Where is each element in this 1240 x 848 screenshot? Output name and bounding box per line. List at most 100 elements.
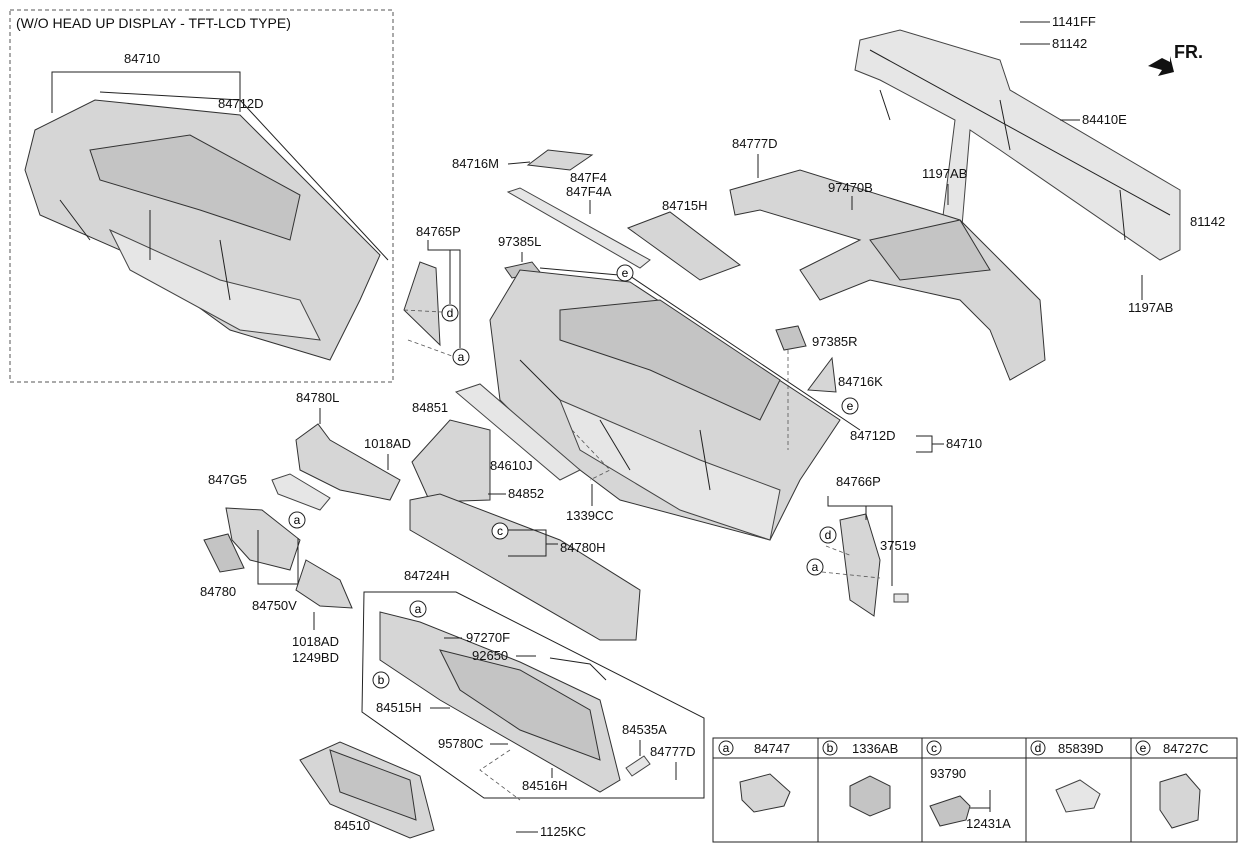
grill-97385R xyxy=(775,325,807,351)
label-84515H: 84515H xyxy=(376,700,422,715)
svg-text:e: e xyxy=(847,399,854,413)
label-84712D-main: 84712D xyxy=(850,428,896,443)
svg-text:e: e xyxy=(622,266,629,280)
label-84715H: 84715H xyxy=(662,198,708,213)
label-1141FF: 1141FF xyxy=(1052,14,1096,29)
clip-84727C-icon xyxy=(1159,773,1201,829)
legend-c-sub1: 93790 xyxy=(930,766,966,781)
legend-e-part: 84727C xyxy=(1163,741,1209,756)
label-1125KC: 1125KC xyxy=(540,824,586,839)
label-1339CC: 1339CC xyxy=(566,508,614,523)
side-cover-84765P xyxy=(403,261,441,347)
label-97470B: 97470B xyxy=(828,180,873,195)
bracket-84851 xyxy=(411,419,491,503)
callout-a-4: a xyxy=(409,600,427,618)
label-84780L: 84780L xyxy=(296,390,339,405)
label-97270F: 97270F xyxy=(466,630,510,645)
label-84766P: 84766P xyxy=(836,474,881,489)
label-1018AD-lower: 1018AD xyxy=(292,634,339,649)
svg-text:a: a xyxy=(294,513,301,527)
label-84516H: 84516H xyxy=(522,778,568,793)
label-1197AB-lower: 1197AB xyxy=(1128,300,1173,315)
svg-text:b: b xyxy=(378,673,385,687)
svg-text:a: a xyxy=(723,741,730,755)
legend-table: a 84747 b 1336AB c 93790 12431A d 85839D… xyxy=(712,737,1238,843)
label-84777D-lower: 84777D xyxy=(650,744,696,759)
svg-text:e: e xyxy=(1140,741,1147,755)
label-84750V: 84750V xyxy=(252,598,297,613)
legend-b-part: 1336AB xyxy=(852,741,898,756)
label-97385L: 97385L xyxy=(498,234,541,249)
inset-title: (W/O HEAD UP DISPLAY - TFT-LCD TYPE) xyxy=(16,15,291,31)
callout-markers: e d a e a c d a a b xyxy=(288,264,859,689)
svg-text:a: a xyxy=(415,602,422,616)
direction-label: FR. xyxy=(1174,42,1203,62)
svg-text:d: d xyxy=(825,528,832,542)
legend-c-sub2: 12431A xyxy=(966,816,1011,831)
clip-85839D-icon xyxy=(1055,779,1101,813)
bracket-84610J xyxy=(454,383,581,481)
leader-84710-inset xyxy=(51,71,241,113)
main-crash-pad xyxy=(489,267,861,541)
label-84780H: 84780H xyxy=(560,540,606,555)
label-1197AB-upper: 1197AB xyxy=(922,166,967,181)
fr-arrow-icon xyxy=(1148,56,1174,76)
clip-84747-icon xyxy=(739,773,791,813)
legend-d: d xyxy=(1030,740,1046,756)
svg-text:b: b xyxy=(827,741,834,755)
nut-1336AB-icon xyxy=(849,775,891,817)
label-847F4: 847F4 xyxy=(570,170,607,185)
callout-a-1: a xyxy=(452,348,470,366)
label-84712D-inset: 84712D xyxy=(218,96,264,111)
legend-e: e xyxy=(1135,740,1151,756)
label-847F4A: 847F4A xyxy=(566,184,612,199)
label-84852: 84852 xyxy=(508,486,544,501)
legend-c: c xyxy=(926,740,942,756)
connector-93790-icon xyxy=(929,795,971,827)
label-84716K: 84716K xyxy=(838,374,883,389)
legend-a-part: 84747 xyxy=(754,741,790,756)
damper-84535A xyxy=(625,755,651,777)
callout-d-1: d xyxy=(441,304,459,322)
label-84610J: 84610J xyxy=(490,458,533,473)
label-84780: 84780 xyxy=(200,584,236,599)
panel-84780 xyxy=(203,533,245,573)
label-84724H: 84724H xyxy=(404,568,450,583)
air-duct xyxy=(729,169,1046,381)
cover-84780L xyxy=(295,423,401,501)
trim-84716K xyxy=(807,356,837,393)
glove-box-frame xyxy=(361,591,705,799)
label-84716M: 84716M xyxy=(452,156,499,171)
label-81142-top: 81142 xyxy=(1052,36,1087,51)
label-84710-main: 84710 xyxy=(946,436,982,451)
callout-d-2: d xyxy=(819,526,837,544)
inset-frame xyxy=(9,9,394,383)
callout-c-1: c xyxy=(491,522,509,540)
callout-b-1: b xyxy=(372,671,390,689)
legend-a: a xyxy=(718,740,734,756)
label-95780C: 95780C xyxy=(438,736,484,751)
svg-text:c: c xyxy=(931,741,937,755)
label-1249BD: 1249BD xyxy=(292,650,339,665)
inset-crash-pad xyxy=(24,91,389,361)
cowl-cross-bar xyxy=(854,29,1181,261)
label-84777D-upper: 84777D xyxy=(732,136,778,151)
svg-text:d: d xyxy=(447,306,454,320)
svg-text:d: d xyxy=(1035,741,1042,755)
label-1018AD-upper: 1018AD xyxy=(364,436,411,451)
trim-847F4 xyxy=(506,187,651,269)
panel-lower xyxy=(295,559,353,609)
label-37519: 37519 xyxy=(880,538,916,553)
label-847G5: 847G5 xyxy=(208,472,247,487)
panel-84750V xyxy=(225,507,301,571)
legend-d-part: 85839D xyxy=(1058,741,1104,756)
label-84710-inset: 84710 xyxy=(124,51,160,66)
svg-text:c: c xyxy=(497,524,503,538)
legend-b: b xyxy=(822,740,838,756)
label-81142-right: 81142 xyxy=(1190,214,1225,229)
label-92650: 92650 xyxy=(472,648,508,663)
lower-pad-84780H xyxy=(409,493,641,641)
side-cover-84766P xyxy=(839,513,881,617)
label-97385R: 97385R xyxy=(812,334,858,349)
